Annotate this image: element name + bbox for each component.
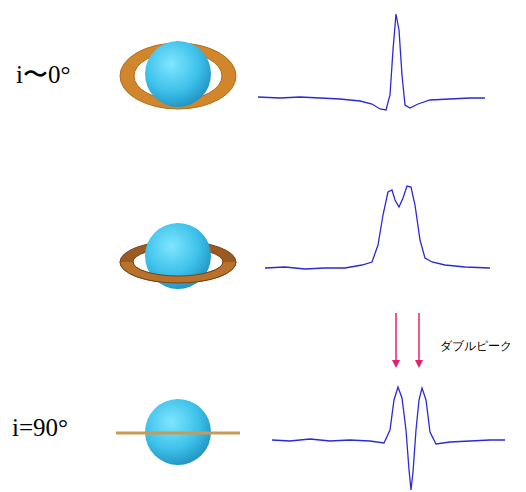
planet-edge-on — [116, 399, 240, 465]
inclination-label: i〜0° — [16, 58, 70, 91]
double-peak-profile — [265, 186, 490, 269]
pointer-arrow — [395, 313, 397, 366]
annotation-label: ダブルピーク — [440, 338, 512, 355]
pointer-arrow — [418, 313, 420, 366]
inclination-label: i=90° — [12, 414, 68, 442]
planet-inclined — [120, 223, 236, 289]
single-peak-profile — [258, 14, 485, 110]
planet-face-on — [120, 41, 236, 109]
double-peak-profile-edge-on — [272, 387, 505, 490]
